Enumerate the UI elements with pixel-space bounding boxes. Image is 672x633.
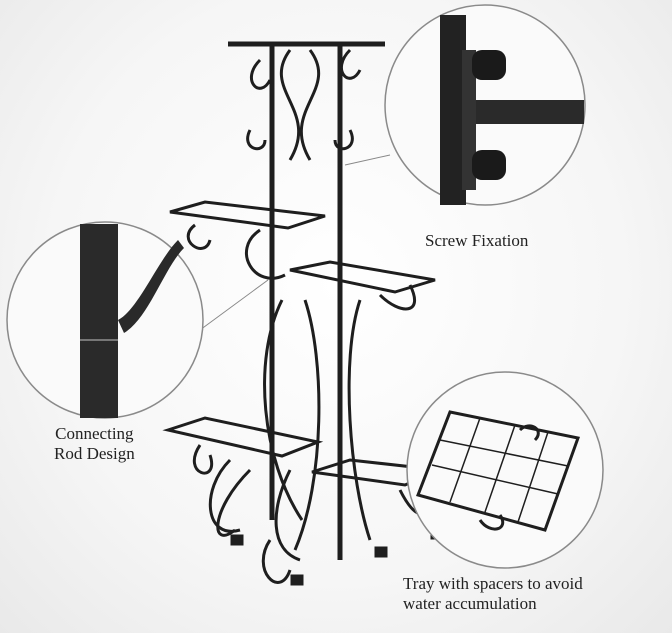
plant-stand	[162, 41, 446, 586]
rod-caption-line1: Connecting	[55, 424, 134, 443]
tray-caption-line1: Tray with spacers to avoid	[403, 574, 583, 593]
screw-detail-circle	[384, 4, 586, 206]
tray-caption: Tray with spacers to avoid water accumul…	[403, 574, 583, 614]
rod-pointer-line	[199, 279, 269, 331]
tray-caption-line2: water accumulation	[403, 594, 537, 613]
screw-fixation-caption: Screw Fixation	[425, 231, 529, 250]
rod-caption-line2: Rod Design	[54, 444, 135, 463]
tray-detail-circle	[406, 371, 604, 569]
connecting-rod-caption: Connecting Rod Design	[54, 424, 135, 464]
rod-detail-circle	[6, 221, 204, 419]
screw-pointer-line	[344, 154, 391, 166]
